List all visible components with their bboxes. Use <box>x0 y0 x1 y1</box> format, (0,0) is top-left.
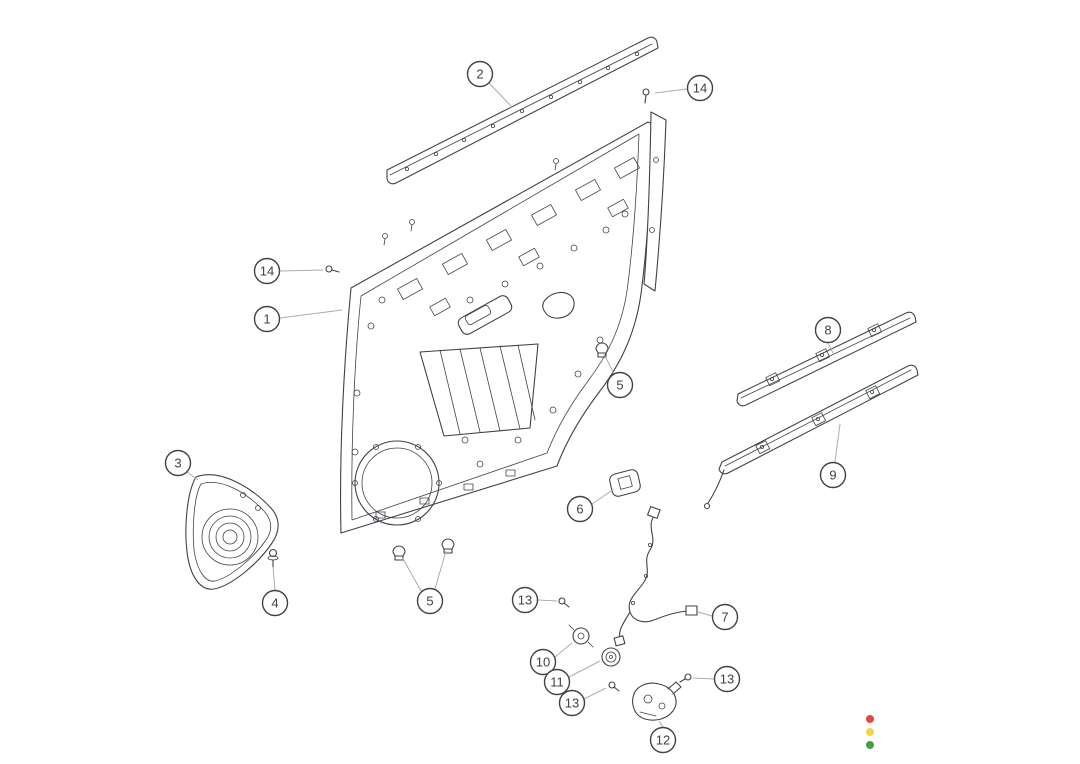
callout-13[interactable]: 13 <box>511 586 539 614</box>
callout-label: 12 <box>656 733 670 748</box>
part-screw-13 <box>558 597 570 608</box>
callout-13[interactable]: 13 <box>713 665 741 693</box>
callout-3[interactable]: 3 <box>164 449 192 477</box>
part-switch <box>609 469 641 497</box>
callout-5[interactable]: 5 <box>416 587 444 615</box>
part-belt-molding-lower <box>703 364 919 510</box>
part-trim-clip <box>392 545 406 561</box>
callout-10[interactable]: 10 <box>529 648 557 676</box>
callout-11[interactable]: 11 <box>543 668 571 696</box>
callout-13[interactable]: 13 <box>558 689 586 717</box>
part-screw-13 <box>679 673 692 683</box>
part-screws-unlabeled <box>382 158 559 246</box>
callout-label: 2 <box>476 67 483 82</box>
callout-label: 7 <box>721 610 728 625</box>
part-belt-molding-upper <box>736 311 917 407</box>
callout-14[interactable]: 14 <box>686 74 714 102</box>
part-screw-14 <box>325 265 340 273</box>
callout-label: 13 <box>518 593 532 608</box>
callout-label: 3 <box>174 456 181 471</box>
part-trim-clip <box>595 342 609 358</box>
part-upper-trim-strip <box>386 36 659 185</box>
callout-label: 10 <box>536 655 550 670</box>
part-screw-14 <box>642 88 650 104</box>
part-pillar-applique <box>643 111 667 292</box>
part-wiring-harness <box>613 505 698 647</box>
callout-label: 11 <box>550 675 564 690</box>
callout-12[interactable]: 12 <box>649 726 677 754</box>
status-dot-red <box>866 715 874 723</box>
part-door-trim-panel <box>340 121 654 534</box>
part-speaker-grille <box>185 474 279 590</box>
callout-9[interactable]: 9 <box>819 461 847 489</box>
callout-label: 9 <box>829 468 836 483</box>
callout-2[interactable]: 2 <box>466 60 494 88</box>
callout-label: 13 <box>565 696 579 711</box>
callout-label: 6 <box>576 502 583 517</box>
part-clip-bracket <box>568 624 594 648</box>
part-grommet <box>601 647 621 667</box>
status-dot-green <box>866 741 874 749</box>
callout-6[interactable]: 6 <box>566 495 594 523</box>
part-latch-assembly <box>632 681 682 721</box>
callout-1[interactable]: 1 <box>253 305 281 333</box>
callout-label: 1 <box>263 312 270 327</box>
callout-label: 14 <box>260 264 274 279</box>
callout-label: 5 <box>616 378 623 393</box>
status-indicator <box>866 715 874 749</box>
status-dot-yellow <box>866 728 874 736</box>
leader-lines <box>186 82 841 728</box>
callout-label: 8 <box>824 323 831 338</box>
callouts: 2 14 14 1 8 5 3 9 <box>164 60 847 754</box>
callout-8[interactable]: 8 <box>814 316 842 344</box>
callout-label: 4 <box>271 596 278 611</box>
callout-4[interactable]: 4 <box>261 589 289 617</box>
callout-5[interactable]: 5 <box>606 371 634 399</box>
part-trim-clip <box>441 538 455 554</box>
callout-label: 13 <box>720 672 734 687</box>
callout-14[interactable]: 14 <box>253 257 281 285</box>
callout-label: 5 <box>426 594 433 609</box>
part-grille-fastener <box>267 548 279 568</box>
callout-7[interactable]: 7 <box>711 603 739 631</box>
part-screw-13 <box>608 681 620 692</box>
callout-label: 14 <box>693 81 707 96</box>
